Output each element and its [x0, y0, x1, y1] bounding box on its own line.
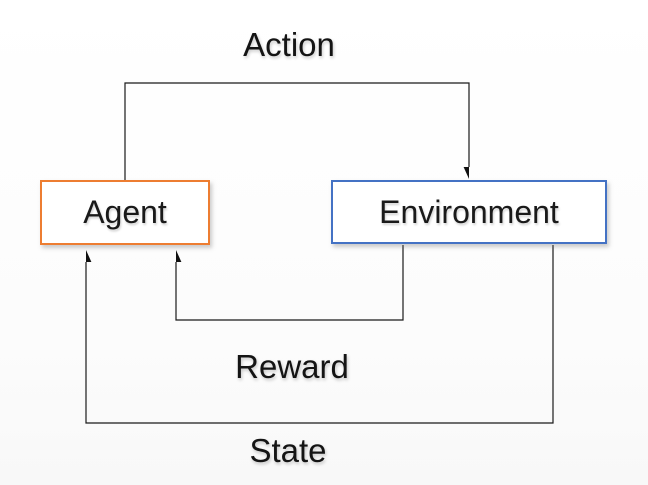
environment-node-label: Environment: [379, 193, 559, 230]
environment-node: Environment: [331, 180, 607, 244]
agent-node-label: Agent: [83, 194, 167, 230]
state-connector-arrow: [85, 245, 554, 424]
action-connector-arrow: [124, 82, 470, 180]
agent-node: Agent: [40, 180, 210, 245]
action-edge-label: Action: [243, 26, 335, 63]
state-edge-label: State: [249, 432, 327, 469]
reward-connector-arrow: [175, 245, 404, 321]
reward-edge-label: Reward: [235, 348, 349, 385]
